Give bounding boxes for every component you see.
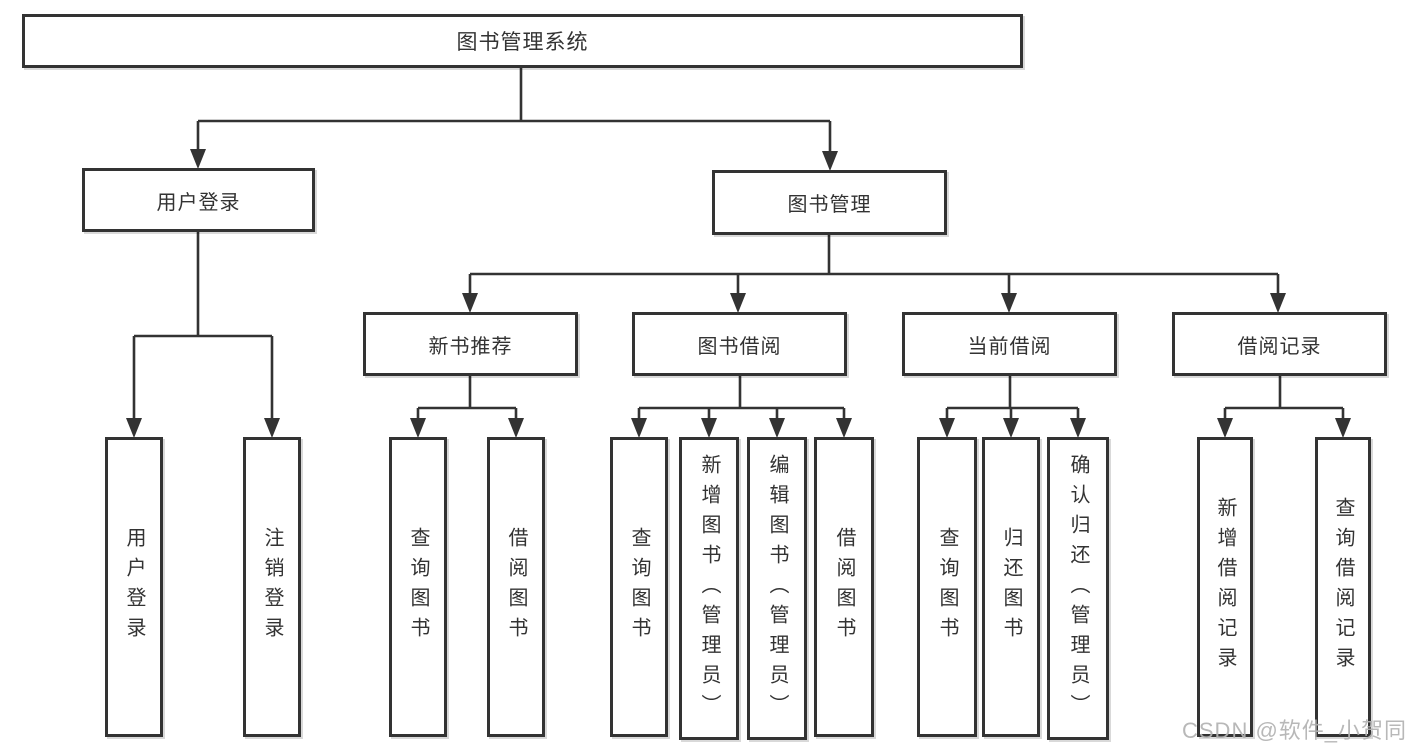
- node-book-borrowing: 图书借阅: [632, 312, 847, 376]
- leaf-edit-books-admin: 编辑图书（管理员）: [747, 437, 807, 740]
- node-book-management: 图书管理: [712, 170, 947, 235]
- leaf-add-borrow-record: 新增借阅记录: [1197, 437, 1253, 737]
- leaf-recommend-borrow-books: 借阅图书: [487, 437, 545, 737]
- node-current-borrowing: 当前借阅: [902, 312, 1117, 376]
- arrowheads: [126, 149, 1351, 438]
- csdn-watermark: CSDN @软件_小贺同学: [1182, 718, 1405, 743]
- leaf-add-books-admin: 新增图书（管理员）: [679, 437, 739, 740]
- leaf-borrowing-borrow-books: 借阅图书: [814, 437, 874, 737]
- node-new-book-recommend: 新书推荐: [363, 312, 578, 376]
- leaf-current-query-books: 查询图书: [917, 437, 977, 737]
- leaf-return-books: 归还图书: [982, 437, 1040, 737]
- leaf-recommend-query-books: 查询图书: [389, 437, 447, 737]
- leaf-query-borrow-record: 查询借阅记录: [1315, 437, 1371, 737]
- node-user-login: 用户登录: [82, 168, 315, 232]
- leaf-logout-login: 注销登录: [243, 437, 301, 737]
- leaf-borrowing-query-books: 查询图书: [610, 437, 668, 737]
- node-library-management-system: 图书管理系统: [22, 14, 1023, 68]
- leaf-confirm-return-admin: 确认归还（管理员）: [1047, 437, 1109, 740]
- connector-paths: [132, 68, 1345, 421]
- node-borrowing-records: 借阅记录: [1172, 312, 1387, 376]
- leaf-user-login: 用户登录: [105, 437, 163, 737]
